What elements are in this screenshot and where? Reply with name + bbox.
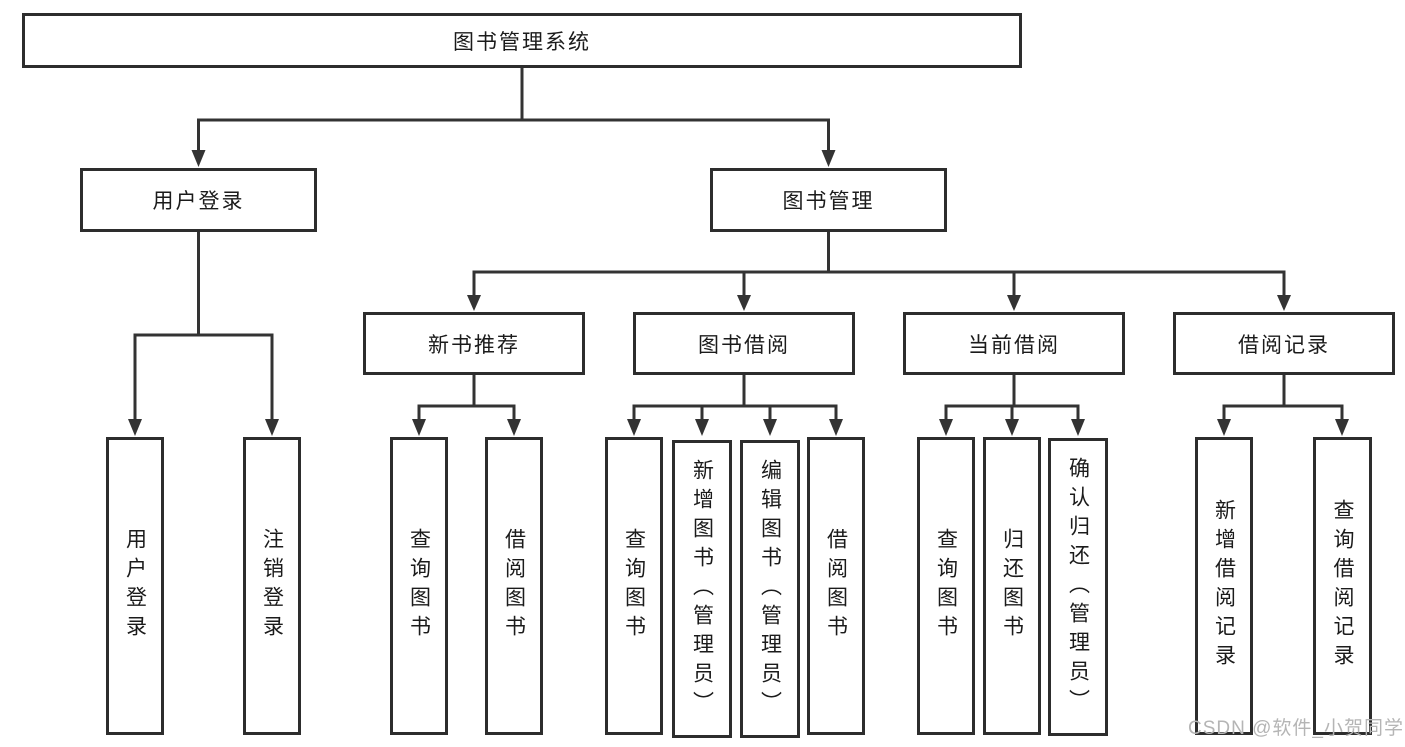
node-current-borrowing: 当前借阅 — [903, 312, 1125, 375]
arrowhead-icon — [128, 419, 142, 436]
arrowhead-icon — [412, 419, 426, 436]
node-user-login: 用户登录 — [80, 168, 317, 232]
leaf-borrow-books-borrowing: 借阅图书 — [807, 437, 865, 735]
node-library-management-system: 图书管理系统 — [22, 13, 1022, 68]
connector-line — [1222, 375, 1344, 420]
leaf-borrow-books-recommend: 借阅图书 — [485, 437, 543, 735]
node-new-book-recommendation: 新书推荐 — [363, 312, 585, 375]
arrowhead-icon — [1277, 295, 1291, 311]
connector-line — [133, 232, 274, 420]
arrowhead-icon — [1217, 419, 1231, 436]
arrowhead-icon — [627, 419, 641, 436]
leaf-edit-book-admin: 编辑图书（管理员） — [740, 440, 800, 738]
arrowhead-icon — [695, 419, 709, 436]
arrowhead-icon — [1005, 419, 1019, 436]
node-book-borrowing: 图书借阅 — [633, 312, 855, 375]
leaf-confirm-return-admin: 确认归还（管理员） — [1048, 438, 1108, 736]
leaf-add-borrow-record: 新增借阅记录 — [1195, 437, 1253, 735]
connector-line — [417, 375, 516, 420]
connector-line — [632, 375, 838, 420]
leaf-query-books-current: 查询图书 — [917, 437, 975, 735]
arrowhead-icon — [821, 150, 836, 167]
arrowhead-icon — [737, 295, 751, 311]
arrowhead-icon — [191, 150, 206, 167]
arrowhead-icon — [939, 419, 953, 436]
connector-line — [197, 68, 830, 151]
arrowhead-icon — [507, 419, 521, 436]
arrowhead-icon — [1335, 419, 1349, 436]
leaf-query-books-borrowing: 查询图书 — [605, 437, 663, 735]
leaf-query-borrow-record: 查询借阅记录 — [1313, 437, 1372, 735]
connector-line — [944, 375, 1080, 420]
arrowhead-icon — [829, 419, 843, 436]
arrowhead-icon — [763, 419, 777, 436]
connector-line — [472, 232, 1286, 296]
leaf-logout: 注销登录 — [243, 437, 301, 735]
node-book-management: 图书管理 — [710, 168, 947, 232]
leaf-add-book-admin: 新增图书（管理员） — [672, 440, 732, 738]
leaf-query-books-recommend: 查询图书 — [390, 437, 448, 735]
arrowhead-icon — [265, 419, 279, 436]
arrowhead-icon — [1071, 419, 1085, 436]
watermark: CSDN @软件_小贺同学 — [1188, 718, 1404, 739]
arrowhead-icon — [1007, 295, 1021, 311]
node-borrowing-records: 借阅记录 — [1173, 312, 1395, 375]
leaf-return-books: 归还图书 — [983, 437, 1041, 735]
leaf-user-login: 用户登录 — [106, 437, 164, 735]
arrowhead-icon — [467, 295, 481, 311]
